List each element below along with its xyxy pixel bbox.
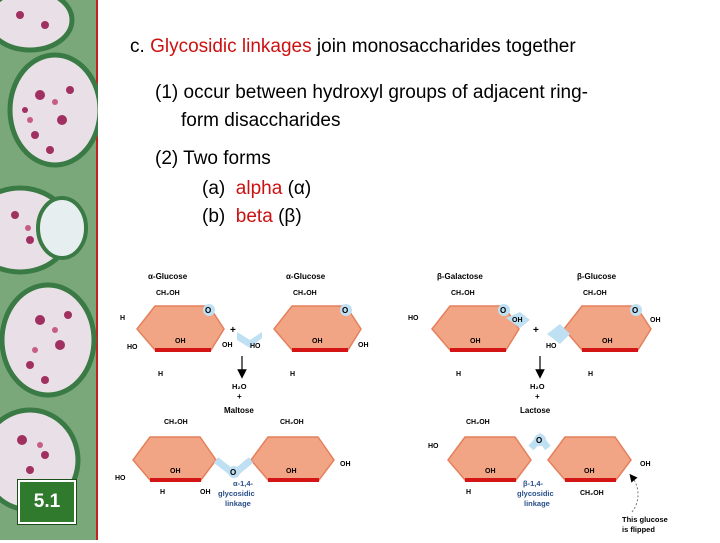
beta-plus-2: + [535, 392, 540, 401]
alpha-left-ch2oh: CH₂OH [156, 290, 180, 297]
alpha-monomer-left-label: α-Glucose [148, 272, 188, 281]
lactose-bridge-oxygen: O [536, 436, 542, 445]
beta-glucose-ring: CH₂OH O HO OH OH H [546, 290, 661, 378]
cell-micrograph-strip [0, 0, 98, 540]
galactose-ch2oh: CH₂OH [451, 290, 475, 297]
alpha-right-ring-oxygen: O [342, 306, 348, 315]
alpha-plus-2: + [237, 392, 242, 401]
maltose-h: H [160, 489, 165, 496]
alpha-left-oh-mid: OH [175, 338, 186, 345]
lactose-oh-end: OH [640, 461, 651, 468]
alpha-right-oh-c1: OH [358, 342, 369, 349]
point2-label: (2) Two forms [155, 148, 271, 169]
beta-term: beta [235, 206, 273, 227]
maltose-oh-end: OH [340, 461, 351, 468]
alpha-panel: α-Glucose α-Glucose CH₂OH O HO OH OH H H [115, 272, 369, 508]
alpha-right-h: H [290, 371, 295, 378]
alpha-right-ho: HO [250, 343, 261, 350]
alpha-glucose-left-ring: CH₂OH O HO OH OH H H [120, 290, 233, 378]
beta-water: H₂O [530, 382, 545, 391]
lactose-left-ch2oh: CH₂OH [466, 419, 490, 426]
point2-beta: (b) beta (β) [202, 206, 302, 228]
galactose-ho: HO [408, 315, 419, 322]
slide-number-badge: 5.1 [18, 480, 76, 524]
maltose-molecule: O CH₂OH CH₂OH HO OH OH OH OH H [115, 419, 351, 496]
alpha-left-h: H [120, 315, 125, 322]
beta-glucose-ring-oxygen: O [632, 306, 638, 315]
maltose-oh-c1: OH [200, 489, 211, 496]
point1-line1: (1) occur between hydroxyl groups of adj… [155, 82, 589, 103]
alpha-left-oh-c1: OH [222, 342, 233, 349]
alpha-linkage-line3: linkage [225, 499, 251, 508]
alpha-product-maltose: Maltose [224, 406, 254, 415]
lactose-oh-right: OH [584, 468, 595, 475]
alpha-glucose-right-ring: CH₂OH O HO OH OH H [237, 290, 369, 378]
beta-panel: β-Galactose β-Glucose CH₂OH O HO OH OH H [408, 272, 668, 534]
alpha-left-h2: H [158, 371, 163, 378]
beta-linkage-line3: linkage [524, 499, 550, 508]
point2-alpha: (a) alpha (α) [202, 178, 311, 200]
maltose-oh-right: OH [286, 468, 297, 475]
heading-prefix: c. [130, 36, 151, 57]
alpha-symbol: (α) [287, 178, 312, 199]
alpha-water: H₂O [232, 382, 247, 391]
beta-linkage-line1: β-1,4- [523, 479, 544, 488]
beta-symbol: (β) [278, 206, 302, 227]
alpha-linkage-line1: α-1,4- [233, 479, 254, 488]
lactose-ho: HO [428, 443, 439, 450]
galactose-h: H [456, 371, 461, 378]
alpha-left-ho: HO [127, 344, 138, 351]
lactose-h: H [466, 489, 471, 496]
alpha-monomer-right-label: α-Glucose [286, 272, 326, 281]
beta-marker: (b) [202, 206, 226, 227]
beta-product-lactose: Lactose [520, 406, 551, 415]
alpha-marker: (a) [202, 178, 226, 199]
slide-text: c. Glycosidic linkages join monosacchari… [0, 0, 720, 260]
point1-line2: form disaccharides [181, 110, 341, 131]
beta-linkage-line2: glycosidic [517, 489, 554, 498]
alpha-linkage-line2: glycosidic [218, 489, 255, 498]
maltose-oh-left: OH [170, 468, 181, 475]
galactose-oh-c1: OH [512, 317, 523, 324]
flipped-note-line2: is flipped [622, 525, 655, 534]
alpha-right-ch2oh: CH₂OH [293, 290, 317, 297]
maltose-bridge-oxygen: O [230, 468, 236, 477]
beta-glucose-ch2oh: CH₂OH [583, 290, 607, 297]
beta-galactose-ring: CH₂OH O HO OH OH H [408, 290, 530, 378]
maltose-right-ch2oh: CH₂OH [280, 419, 304, 426]
heading-rest: join monosaccharides together [311, 36, 576, 57]
glycosidic-linkage-figure: α-Glucose α-Glucose CH₂OH O HO OH OH H H [100, 262, 700, 543]
flipped-note-line1: This glucose [622, 515, 668, 524]
galactose-ring-oxygen: O [500, 306, 506, 315]
lactose-oh-left: OH [485, 468, 496, 475]
beta-glucose-oh-mid: OH [602, 338, 613, 345]
lactose-molecule: O CH₂OH HO OH OH OH CH₂OH H [428, 419, 651, 497]
maltose-ho: HO [115, 475, 126, 482]
galactose-oh-mid: OH [470, 338, 481, 345]
alpha-plus: + [230, 325, 236, 336]
beta-plus: + [533, 325, 539, 336]
beta-glucose-h: H [588, 371, 593, 378]
alpha-left-ring-oxygen: O [205, 306, 211, 315]
beta-glucose-oh-c1: OH [650, 317, 661, 324]
alpha-right-oh-mid: OH [312, 338, 323, 345]
slide-heading: c. Glycosidic linkages join monosacchari… [130, 36, 576, 58]
maltose-left-ch2oh: CH₂OH [164, 419, 188, 426]
beta-monomer-left-label: β-Galactose [437, 272, 483, 281]
heading-term: Glycosidic linkages [150, 36, 312, 57]
alpha-term: alpha [235, 178, 283, 199]
lactose-flipped-ch2oh: CH₂OH [580, 490, 604, 497]
beta-monomer-right-label: β-Glucose [577, 272, 617, 281]
beta-glucose-ho: HO [546, 343, 557, 350]
